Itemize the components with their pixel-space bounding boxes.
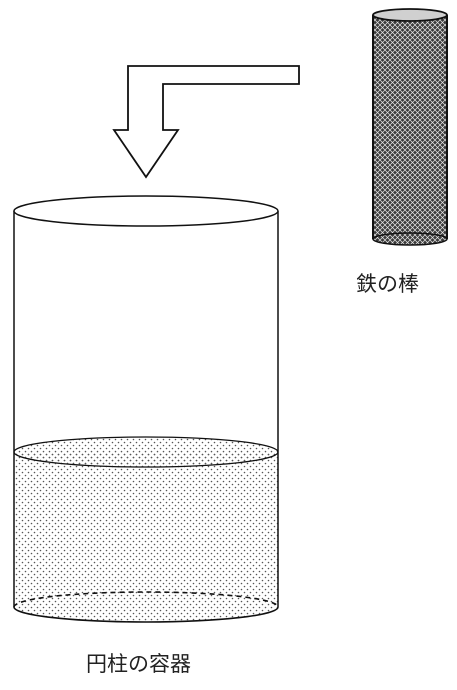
container-top-rim (13, 195, 279, 227)
iron-rod-label: 鉄の棒 (356, 272, 419, 296)
iron-rod (372, 8, 448, 246)
container-label: 円柱の容器 (86, 652, 191, 676)
arrow-icon (112, 65, 300, 179)
water-surface (13, 436, 279, 468)
water (14, 452, 278, 622)
cylinder-container (13, 195, 279, 623)
